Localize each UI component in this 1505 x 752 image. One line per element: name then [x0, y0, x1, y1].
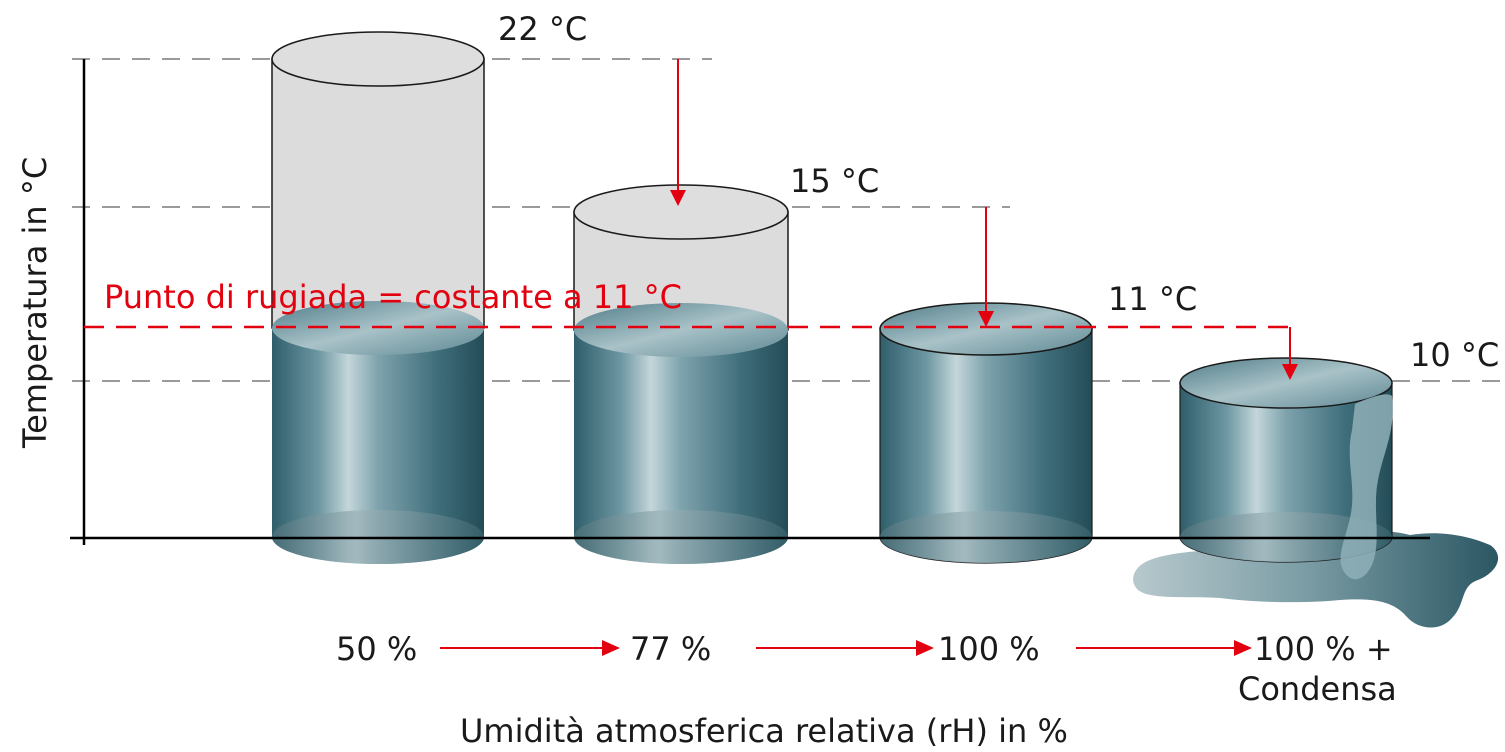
temp-label-15: 15 °C — [790, 162, 879, 200]
water-volume — [272, 328, 484, 564]
cylinder-77 — [573, 184, 789, 564]
cylinder-100 — [879, 302, 1093, 564]
humidity-label-100-plus: 100 % + — [1254, 630, 1393, 668]
humidity-arrows — [440, 640, 1252, 656]
water-volume — [574, 330, 788, 564]
cooling-arrow-11-10-head — [1282, 364, 1298, 380]
water-top — [574, 303, 788, 357]
air-top — [573, 184, 789, 240]
axes — [70, 59, 1430, 545]
y-axis-label: Temperatura in °C — [16, 157, 54, 449]
cooling-arrow-15-11-head — [978, 311, 994, 327]
humidity-arrow-3-head — [1234, 640, 1252, 656]
humidity-arrow-1-head — [602, 640, 620, 656]
condensation-label: Condensa — [1238, 670, 1397, 708]
humidity-arrow-2-head — [916, 640, 934, 656]
cooling-arrows — [670, 59, 1298, 380]
cylinder-100-condensation — [1179, 357, 1393, 580]
temperature-guides — [72, 58, 1505, 382]
condensation-drip — [1340, 394, 1393, 580]
humidity-label-77: 77 % — [630, 630, 711, 668]
humidity-label-100: 100 % — [938, 630, 1040, 668]
humidity-label-50: 50 % — [336, 630, 417, 668]
dew-point-label: Punto di rugiada = costante a 11 °C — [104, 278, 682, 316]
temp-label-11: 11 °C — [1108, 280, 1197, 318]
x-axis-label: Umidità atmosferica relativa (rH) in % — [460, 712, 1068, 750]
water-top — [1179, 357, 1393, 409]
temp-label-22: 22 °C — [498, 10, 587, 48]
temp-label-10: 10 °C — [1410, 336, 1499, 374]
cylinder-50 — [271, 31, 485, 564]
air-top — [271, 31, 485, 87]
cooling-arrow-22-15-head — [670, 190, 686, 206]
